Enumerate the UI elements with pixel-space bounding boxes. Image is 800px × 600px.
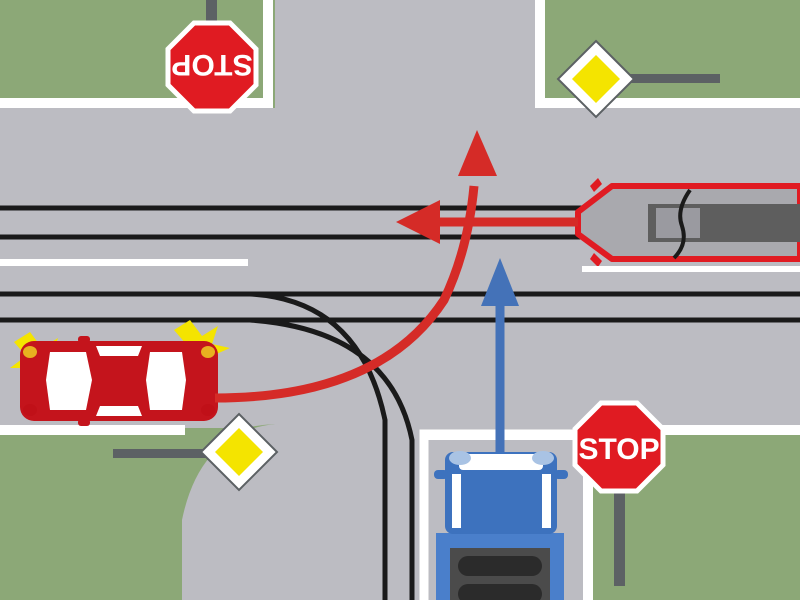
car-mirror-bottom <box>78 419 90 426</box>
tram-pantograph-line <box>672 188 692 260</box>
stop-sign-label-bottom-right: STOP <box>578 433 659 466</box>
priority-sign-diamond-inner-top-right <box>572 55 620 103</box>
stop-sign-top-left[interactable]: STOP <box>165 0 259 114</box>
car-windshield <box>46 352 92 410</box>
stop-sign-octagon-bottom-right <box>572 400 666 494</box>
truck-cab-body <box>445 452 557 534</box>
priority-sign-pole-bottom-left <box>113 449 213 458</box>
car-headlight-bottom <box>23 404 37 416</box>
tram-underline-white <box>582 266 800 272</box>
car-taillight-top <box>201 346 215 358</box>
truck-headlight-left <box>449 451 471 465</box>
car-mirror-top <box>78 336 90 343</box>
truck-side-strip-right <box>542 474 551 528</box>
car-side-window-top <box>96 346 142 356</box>
truck-mirror-right <box>554 470 568 479</box>
car-rear-window <box>146 352 186 410</box>
car-roof <box>92 352 146 410</box>
car-side-window-bottom <box>96 406 142 416</box>
tram-mirror-bottom <box>590 253 602 267</box>
truck-windshield <box>459 454 543 470</box>
priority-sign-diamond-inner-bottom-left <box>215 428 263 476</box>
truck-side-strip-left <box>452 474 461 528</box>
stop-sign-pole-bottom-right <box>614 480 625 586</box>
car-taillight-bottom <box>201 404 215 416</box>
road-edge-line-northwest <box>0 0 273 108</box>
stop-sign-octagon-top-left <box>165 20 259 114</box>
red-car[interactable] <box>10 320 230 426</box>
priority-sign-pole-top-right <box>620 74 720 83</box>
lane-dash-upper <box>0 259 248 266</box>
tram-mirror-top <box>590 178 602 192</box>
red-arrow-tram-straight <box>396 200 578 244</box>
truck-headlight-right <box>532 451 554 465</box>
stop-sign-bottom-right[interactable]: STOP <box>572 400 666 586</box>
priority-sign-bottom-left[interactable] <box>113 412 279 492</box>
truck-cargo-slot-2 <box>458 584 542 600</box>
blue-truck[interactable] <box>434 451 568 600</box>
road-vertical-north <box>275 0 535 112</box>
road-edge-line-northeast <box>535 0 800 108</box>
priority-sign-top-right[interactable] <box>556 39 720 119</box>
tram-vehicle[interactable] <box>575 178 800 272</box>
truck-mirror-left <box>434 470 448 479</box>
blue-arrow-truck-straight <box>481 258 519 452</box>
tram-window-front <box>656 208 700 238</box>
red-arrow-car-left-turn <box>214 130 497 403</box>
truck-cargo-slot-1 <box>458 556 542 576</box>
stop-sign-label-top-left: STOP <box>171 48 252 81</box>
car-headlight-top <box>23 346 37 358</box>
